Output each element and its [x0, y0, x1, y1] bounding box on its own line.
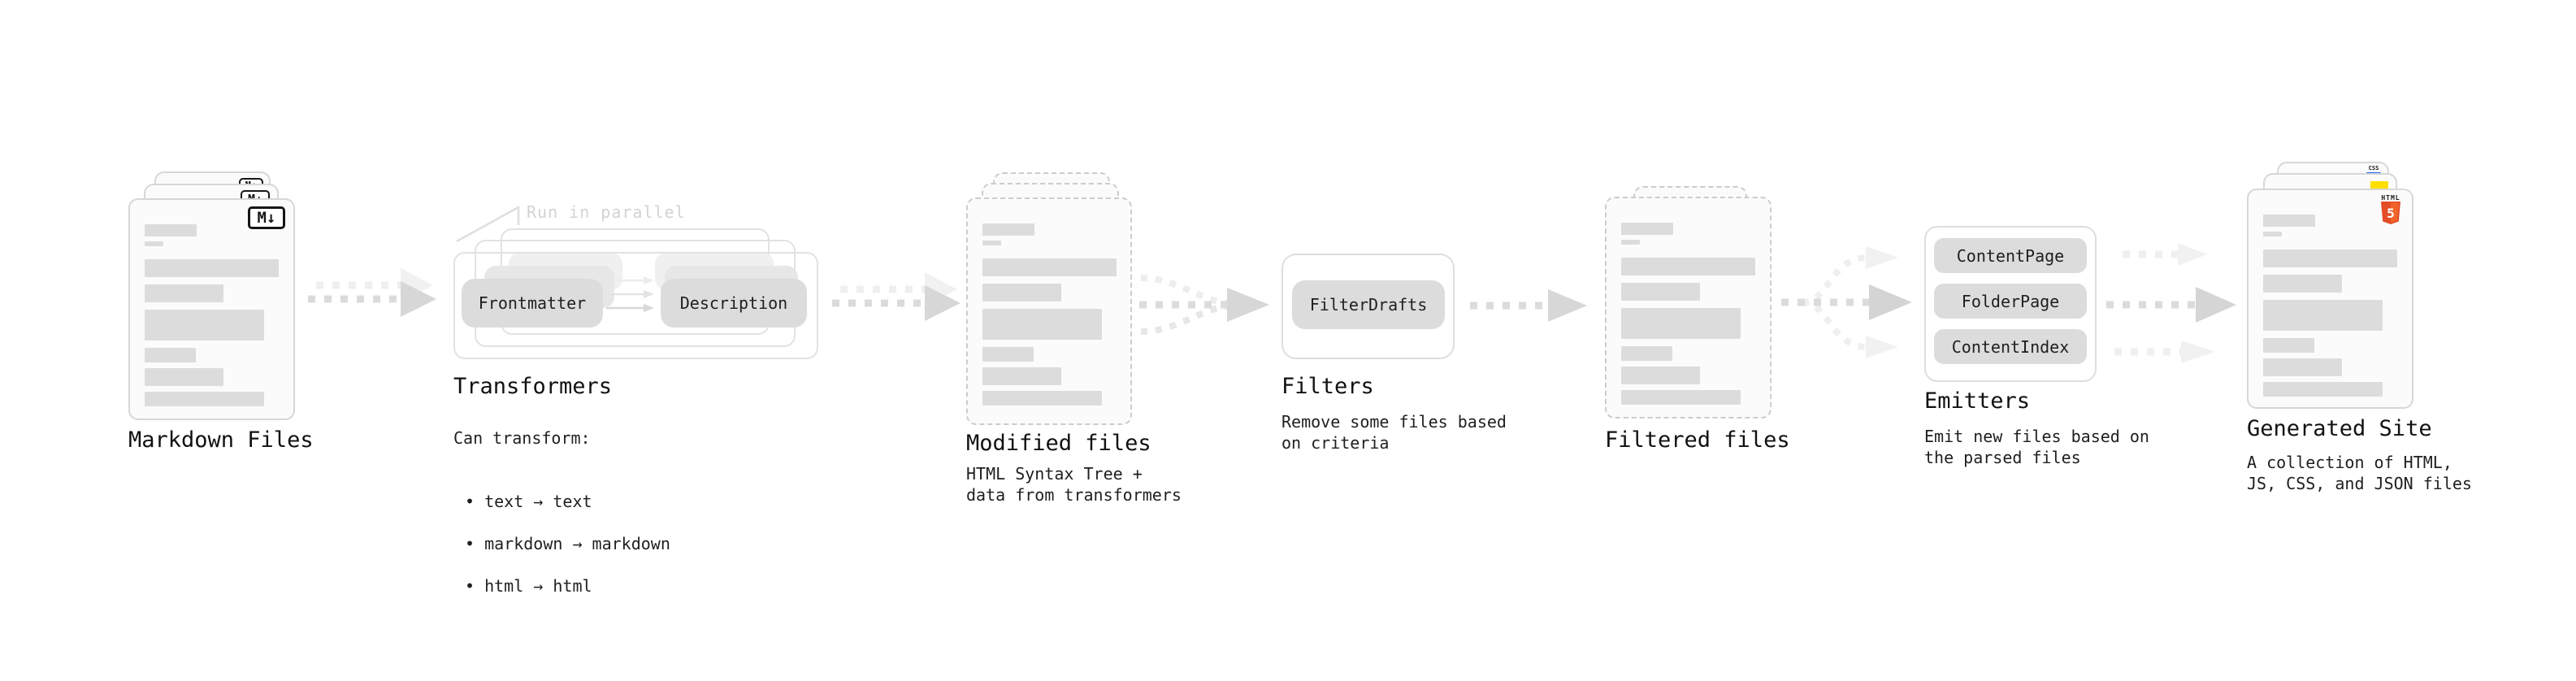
emitter-chip-folderpage: FolderPage [1934, 284, 2087, 319]
modified-files-caption: HTML Syntax Tree + data from transformer… [966, 464, 1182, 505]
emitter-chip-label: ContentIndex [1951, 336, 2070, 357]
content-placeholder-bar [982, 309, 1102, 340]
content-placeholder-bar [1621, 346, 1672, 361]
content-placeholder-bar [145, 368, 223, 386]
emitter-chip-list: ContentPage FolderPage ContentIndex [1934, 238, 2087, 364]
transformers-caption: Can transform: • text → text • markdown … [453, 406, 670, 639]
transformers-stack-outline-front [453, 252, 818, 359]
flow-arrow-transformers-to-modified [832, 272, 961, 321]
content-placeholder-bar [982, 367, 1061, 385]
transformer-chip-description: Description [661, 279, 807, 327]
content-placeholder-bar [2263, 382, 2383, 397]
transformer-chip-frontmatter: Frontmatter [462, 279, 603, 327]
content-placeholder-bar [2263, 300, 2383, 331]
content-placeholder-bar [145, 241, 163, 246]
caption-title: Can transform: [453, 428, 591, 448]
content-placeholder-bar [982, 258, 1117, 276]
filter-chip-label: FilterDrafts [1309, 295, 1428, 314]
emitter-chip-contentindex: ContentIndex [1934, 329, 2087, 364]
filters-label: Filters [1281, 374, 1374, 399]
generated-site-label: Generated Site [2247, 416, 2432, 441]
content-placeholder-bar [2263, 338, 2314, 353]
flow-arrow-fanout-to-emitters [1781, 246, 1912, 358]
modified-file-card-front [966, 197, 1132, 425]
content-placeholder-bar [1621, 283, 1700, 301]
file-content-placeholder [2263, 215, 2397, 397]
content-placeholder-bar [2263, 232, 2282, 236]
emitters-caption: Emit new files based on the parsed files [1924, 427, 2149, 467]
modified-files-label: Modified files [966, 431, 1151, 456]
emitter-chip-label: ContentPage [1956, 245, 2065, 266]
content-placeholder-bar [982, 347, 1034, 362]
flow-arrow-markdown-to-transformers [308, 268, 436, 317]
caption-bullets: • text → text • markdown → markdown • ht… [453, 491, 670, 596]
content-placeholder-bar [2263, 215, 2315, 227]
markdown-icon: M↓ [248, 206, 285, 229]
content-placeholder-bar [145, 348, 196, 362]
html5-icon-text: HTML [2381, 194, 2400, 202]
content-placeholder-bar [982, 241, 1001, 245]
content-placeholder-bar [145, 310, 264, 340]
filters-caption: Remove some files based on criteria [1281, 412, 1507, 453]
bullet-item: • html → html [465, 576, 592, 596]
file-content-placeholder [1621, 223, 1755, 405]
content-placeholder-bar [982, 391, 1102, 406]
emitters-label: Emitters [1924, 388, 2031, 414]
bullet-item: • text → text [465, 492, 592, 511]
bullet-item: • markdown → markdown [465, 534, 670, 553]
transformers-label: Transformers [453, 374, 613, 399]
file-content-placeholder [145, 224, 279, 406]
emitter-chip-label: FolderPage [1961, 291, 2060, 311]
content-placeholder-bar [1621, 223, 1673, 235]
transformer-chip-label: Description [679, 293, 788, 313]
content-placeholder-bar [2263, 249, 2397, 267]
content-placeholder-bar [1621, 308, 1741, 339]
content-placeholder-bar [2263, 275, 2342, 293]
content-placeholder-bar [1621, 240, 1640, 245]
run-in-parallel-note: Run in parallel [527, 202, 686, 222]
markdown-file-card-front: M↓ [128, 198, 295, 420]
content-placeholder-bar [145, 259, 279, 277]
transformer-chip-label: Frontmatter [478, 293, 587, 313]
css-icon-text: CSS [2368, 165, 2379, 171]
content-placeholder-bar [145, 284, 223, 302]
content-placeholder-bar [145, 224, 197, 236]
note-pointer-line [456, 205, 520, 243]
content-placeholder-bar [982, 223, 1034, 236]
flow-arrow-filters-to-filtered [1470, 289, 1587, 322]
html5-icon: HTML 5 [2379, 194, 2402, 228]
parallel-arrows-icon [606, 276, 654, 312]
content-placeholder-bar [1621, 390, 1741, 405]
file-content-placeholder [982, 223, 1117, 406]
html5-shield-icon: 5 [2381, 202, 2400, 224]
emitter-chip-contentpage: ContentPage [1934, 238, 2087, 273]
markdown-files-label: Markdown Files [128, 427, 314, 453]
generated-site-caption: A collection of HTML, JS, CSS, and JSON … [2247, 453, 2472, 493]
flow-arrows-emitters-to-site [2106, 243, 2236, 363]
site-file-card-html: HTML 5 [2247, 189, 2413, 409]
content-placeholder-bar [2263, 358, 2342, 376]
svg-text:5: 5 [2387, 206, 2395, 221]
content-placeholder-bar [1621, 258, 1755, 275]
filtered-files-label: Filtered files [1605, 427, 1790, 453]
filter-chip-filterdrafts: FilterDrafts [1292, 280, 1445, 329]
content-placeholder-bar [982, 284, 1061, 301]
flow-arrow-merge-into-filters [1139, 275, 1269, 335]
content-placeholder-bar [1621, 367, 1700, 384]
content-placeholder-bar [145, 392, 264, 406]
filtered-file-card-front [1605, 197, 1772, 419]
